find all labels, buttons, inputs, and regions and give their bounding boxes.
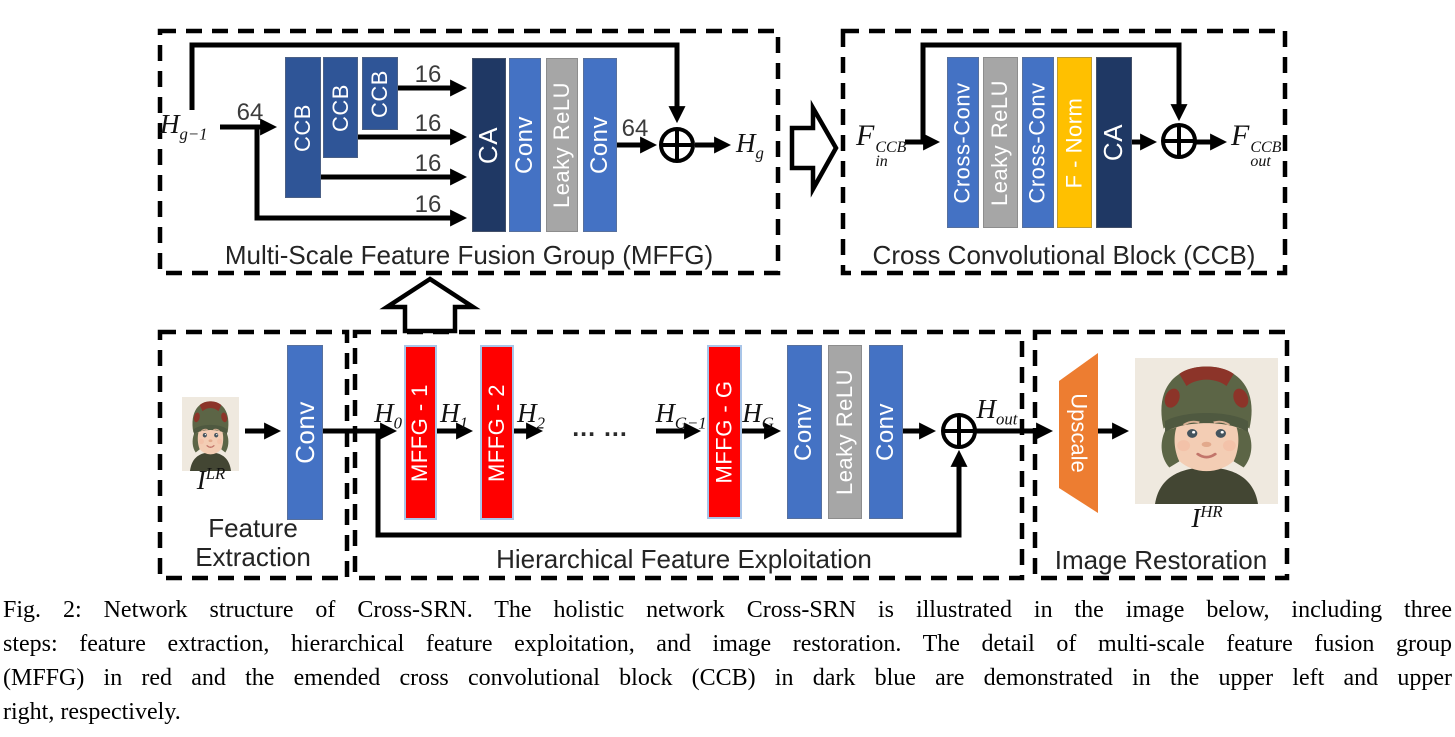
lr-image-label: ILR	[196, 464, 226, 495]
feature-extraction-title-line2: Extraction	[195, 542, 311, 572]
hierarchical-title: Hierarchical Feature Exploitation	[496, 544, 872, 574]
hr-image-label: IHR	[1191, 502, 1223, 533]
upscale-shape	[1059, 353, 1098, 513]
hr-output-image	[1135, 358, 1278, 504]
caption-line: Fig. 2: Network structure of Cross-SRN. …	[3, 597, 1452, 623]
hierarchical-box	[352, 329, 1025, 581]
figure-caption: Fig. 2: Network structure of Cross-SRN. …	[0, 593, 1455, 729]
block-arrow-right-icon	[789, 99, 839, 198]
h-g-label: Hg	[736, 128, 764, 163]
channel-count-64-out: 64	[621, 115, 649, 142]
block-arrow-up-icon	[379, 276, 481, 334]
hfe-conv-block-1: Conv	[787, 345, 822, 519]
caption-line: steps: feature extraction, hierarchical …	[3, 631, 1452, 657]
image-restoration-box	[1032, 329, 1290, 581]
h0-label: H0	[374, 398, 402, 433]
ellipsis-dots: ... ...	[572, 414, 628, 442]
channel-count-64-in: 64	[236, 99, 264, 126]
mffg-1-block: MFFG - 1	[404, 345, 437, 520]
channel-count-16-3: 16	[414, 150, 442, 177]
h-g-minus-1-label: Hg−1	[160, 109, 208, 144]
h2-label: H2	[517, 398, 545, 433]
channel-count-16-4: 16	[414, 191, 442, 218]
add-operator-icon	[659, 127, 695, 163]
channel-count-16-1: 16	[414, 61, 442, 88]
mffg-detail-box	[157, 28, 781, 276]
channel-count-16-2: 16	[414, 110, 442, 137]
mffg-g-block: MFFG - G	[707, 345, 742, 519]
add-operator-icon	[1161, 123, 1197, 159]
hfe-leaky-relu-block: Leaky ReLU	[828, 345, 862, 519]
h-g-pipeline-label: HG	[742, 398, 774, 433]
feature-extraction-title-line1: Feature	[208, 513, 298, 543]
ccb-cross-conv-block-2: Cross-Conv	[1022, 57, 1054, 228]
mffg-conv-block-2: Conv	[583, 58, 617, 232]
mffg-leaky-relu-block: Leaky ReLU	[546, 58, 578, 232]
h1-label: H1	[440, 398, 468, 433]
add-operator-icon	[941, 413, 977, 449]
mffg-ccb-block-2: CCB	[323, 57, 358, 158]
mffg-skip-connection	[189, 42, 686, 124]
flow-arrows	[189, 42, 1228, 538]
caption-line: (MFFG) in red and the emended cross conv…	[3, 665, 1452, 691]
feature-extraction-box	[157, 329, 350, 581]
ccb-ca-block: CA	[1096, 57, 1132, 228]
ccb-cross-conv-block-1: Cross-Conv	[947, 57, 979, 228]
mffg-ccb-block-1: CCB	[285, 57, 321, 198]
ccb-skip-connection	[920, 42, 1188, 142]
ccb-leaky-relu-block: Leaky ReLU	[983, 57, 1018, 228]
caption-line: right, respectively.	[3, 699, 181, 725]
mffg-2-block: MFFG - 2	[480, 345, 514, 520]
ccb-fnorm-block: F - Norm	[1057, 57, 1092, 228]
h-out-label: Hout	[976, 394, 1018, 429]
hfe-conv-block-2: Conv	[869, 345, 903, 519]
global-skip-connection	[375, 431, 968, 538]
mffg-conv-block-1: Conv	[509, 58, 541, 232]
lr-input-image	[182, 397, 239, 471]
h-g-minus-1-pipeline-label: HG−1	[655, 398, 707, 433]
upscale-block: Upscale	[1066, 393, 1092, 473]
diagram-graphics	[157, 28, 1290, 581]
mffg-ca-block: CA	[472, 58, 506, 232]
mffg-detail-title: Multi-Scale Feature Fusion Group (MFFG)	[224, 240, 714, 270]
ccb-detail-box	[840, 28, 1288, 276]
ccb-detail-title: Cross Convolutional Block (CCB)	[872, 240, 1256, 270]
mffg-ccb-block-3: CCB	[362, 57, 398, 130]
fe-conv-block: Conv	[287, 345, 323, 520]
image-restoration-title: Image Restoration	[1054, 545, 1268, 575]
